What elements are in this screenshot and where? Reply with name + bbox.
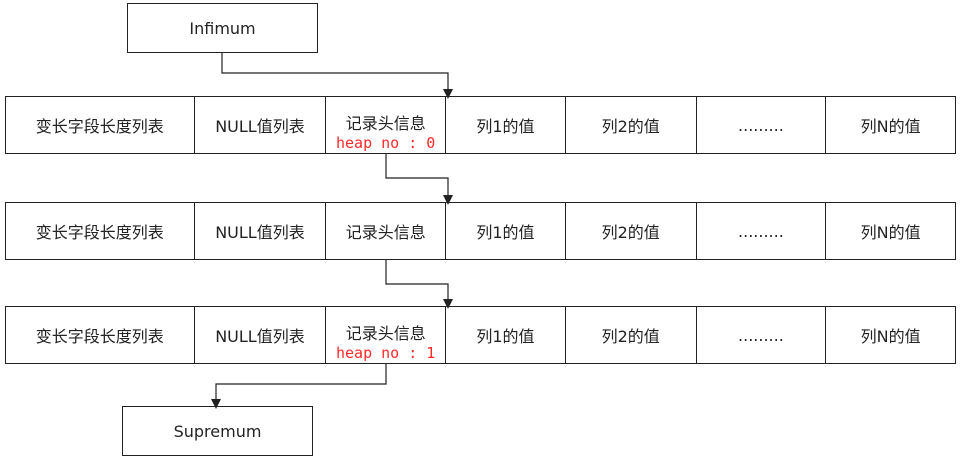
ellipsis-cell: ......... <box>697 307 827 363</box>
cell-label: ......... <box>738 221 784 241</box>
column-2-value-cell: 列2的值 <box>566 97 697 153</box>
cell-label: 列N的值 <box>860 327 921 346</box>
null-value-list-cell: NULL值列表 <box>195 203 327 259</box>
cell-label: 变长字段长度列表 <box>35 223 164 242</box>
cell-label: NULL值列表 <box>215 327 305 346</box>
record-row-2: 变长字段长度列表 NULL值列表 记录头信息 列1的值 列2的值 .......… <box>5 202 956 260</box>
arrow-record-3-to-supremum <box>211 364 387 409</box>
variable-length-field-list-cell: 变长字段长度列表 <box>6 203 195 259</box>
record-header-cell: 记录头信息 <box>326 97 447 153</box>
cell-label: 列2的值 <box>601 223 660 242</box>
variable-length-field-list-cell: 变长字段长度列表 <box>6 307 195 363</box>
record-header-cell: 记录头信息 <box>326 203 447 259</box>
cell-label: NULL值列表 <box>215 117 305 136</box>
record-row-3: 变长字段长度列表 NULL值列表 记录头信息 列1的值 列2的值 .......… <box>5 306 956 364</box>
cell-label: 列N的值 <box>860 117 921 136</box>
column-2-value-cell: 列2的值 <box>566 307 697 363</box>
column-n-value-cell: 列N的值 <box>826 97 955 153</box>
column-n-value-cell: 列N的值 <box>826 203 955 259</box>
cell-label: 变长字段长度列表 <box>35 327 164 346</box>
column-1-value-cell: 列1的值 <box>446 307 566 363</box>
cell-label: ......... <box>738 115 784 135</box>
cell-label: 列N的值 <box>860 223 921 242</box>
variable-length-field-list-cell: 变长字段长度列表 <box>6 97 195 153</box>
cell-label: 记录头信息 <box>345 324 426 343</box>
column-1-value-cell: 列1的值 <box>446 203 566 259</box>
record-header-cell: 记录头信息 <box>326 307 447 363</box>
cell-label: 列2的值 <box>601 327 660 346</box>
column-2-value-cell: 列2的值 <box>566 203 697 259</box>
arrow-infimum-to-record-1 <box>221 53 453 99</box>
cell-label: ......... <box>738 325 784 345</box>
column-1-value-cell: 列1的值 <box>446 97 566 153</box>
infimum-label: Infimum <box>189 18 256 38</box>
ellipsis-cell: ......... <box>697 203 827 259</box>
ellipsis-cell: ......... <box>697 97 827 153</box>
record-row-1: 变长字段长度列表 NULL值列表 记录头信息 列1的值 列2的值 .......… <box>5 96 956 154</box>
heap-no-label-1: heap no : 0 <box>336 134 436 152</box>
cell-label: 记录头信息 <box>345 223 426 242</box>
cell-label: 列1的值 <box>476 117 535 136</box>
cell-label: 变长字段长度列表 <box>35 117 164 136</box>
cell-label: 记录头信息 <box>345 114 426 133</box>
arrow-record-2-to-record-3 <box>385 260 453 309</box>
cell-label: 列1的值 <box>476 223 535 242</box>
cell-label: 列1的值 <box>476 327 535 346</box>
supremum-node: Supremum <box>122 406 313 456</box>
null-value-list-cell: NULL值列表 <box>195 97 327 153</box>
infimum-node: Infimum <box>127 3 318 53</box>
supremum-label: Supremum <box>173 421 262 441</box>
cell-label: 列2的值 <box>601 117 660 136</box>
cell-label: NULL值列表 <box>215 223 305 242</box>
heap-no-label-2: heap no : 1 <box>336 344 436 362</box>
column-n-value-cell: 列N的值 <box>826 307 955 363</box>
arrow-record-1-to-record-2 <box>385 154 453 205</box>
null-value-list-cell: NULL值列表 <box>195 307 327 363</box>
